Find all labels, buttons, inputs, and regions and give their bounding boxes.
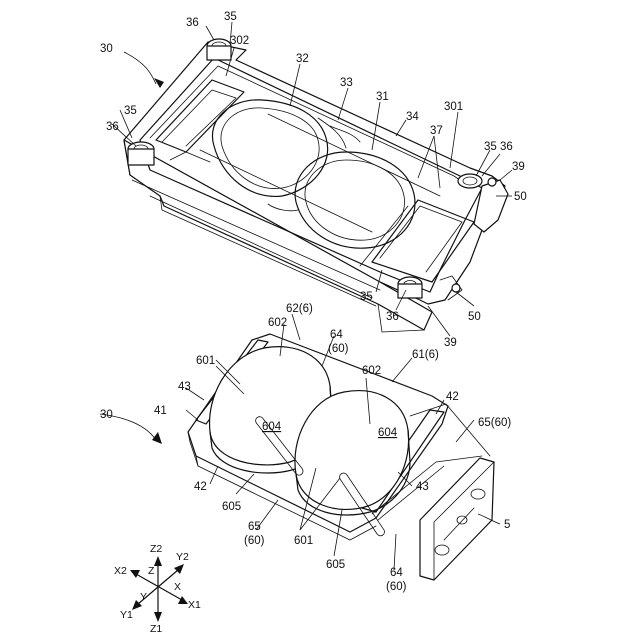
label-43-right: 43: [416, 481, 429, 493]
label-42-left: 42: [194, 481, 207, 493]
label-604-left: 604: [262, 421, 282, 433]
label-64-lower: 64: [390, 567, 403, 579]
label-35-bottom: 35: [360, 291, 373, 303]
label-61-6: 61(6): [412, 349, 439, 361]
label-36-top: 36: [186, 17, 199, 29]
arrowhead-30b: [152, 432, 162, 444]
axis-y1: Y1: [120, 609, 133, 621]
label-60-upper: (60): [328, 343, 349, 355]
label-65-lower: 65: [248, 521, 261, 533]
label-32: 32: [296, 53, 309, 65]
label-301: 301: [444, 101, 463, 113]
label-60-lower: (60): [244, 535, 265, 547]
axis-y2: Y2: [176, 551, 189, 563]
axis-y: Y: [140, 591, 147, 603]
label-64-upper: 64: [330, 329, 343, 341]
label-601-left: 601: [196, 355, 215, 367]
label-41: 41: [154, 405, 167, 417]
label-31: 31: [376, 91, 389, 103]
label-36-right: 36: [500, 141, 513, 153]
axis-z2: Z2: [150, 543, 162, 555]
axis-z: Z: [148, 565, 155, 577]
label-30-lower: 30: [100, 409, 113, 421]
lower-tray-41: [188, 334, 494, 580]
label-30-upper: 30: [100, 43, 113, 55]
axis-z1: Z1: [150, 623, 162, 635]
label-35-right: 35: [484, 141, 497, 153]
label-605-left: 605: [222, 501, 241, 513]
label-62-6: 62(6): [286, 303, 313, 315]
label-35-left: 35: [124, 105, 137, 117]
label-42-right: 42: [446, 391, 459, 403]
label-601-lower: 601: [294, 535, 313, 547]
label-36-bottom: 36: [386, 311, 399, 323]
label-39-bottom: 39: [444, 337, 457, 349]
label-302: 302: [230, 35, 249, 47]
label-35-top: 35: [224, 11, 237, 23]
coordinate-axes: Z2 Y2 X2 Z X Y Y1 X1 Z1: [114, 543, 201, 635]
label-50-right: 50: [514, 191, 527, 203]
label-604-right: 604: [378, 427, 398, 439]
label-60-lower2: (60): [386, 581, 407, 593]
label-43-left: 43: [178, 381, 191, 393]
label-50-bottom: 50: [468, 311, 481, 323]
axis-x2: X2: [114, 565, 127, 577]
upper-frame-30: [124, 39, 508, 332]
label-602-left: 602: [268, 317, 287, 329]
label-33: 33: [340, 77, 353, 89]
label-37: 37: [430, 125, 443, 137]
label-602-right: 602: [362, 365, 381, 377]
label-5: 5: [504, 519, 510, 531]
axis-x: X: [174, 581, 181, 593]
axis-x1: X1: [188, 599, 201, 611]
label-39-right: 39: [512, 161, 525, 173]
label-65-60-right: 65(60): [478, 417, 511, 429]
label-36-left: 36: [106, 121, 119, 133]
label-34: 34: [406, 111, 419, 123]
label-605-lower: 605: [326, 559, 345, 571]
